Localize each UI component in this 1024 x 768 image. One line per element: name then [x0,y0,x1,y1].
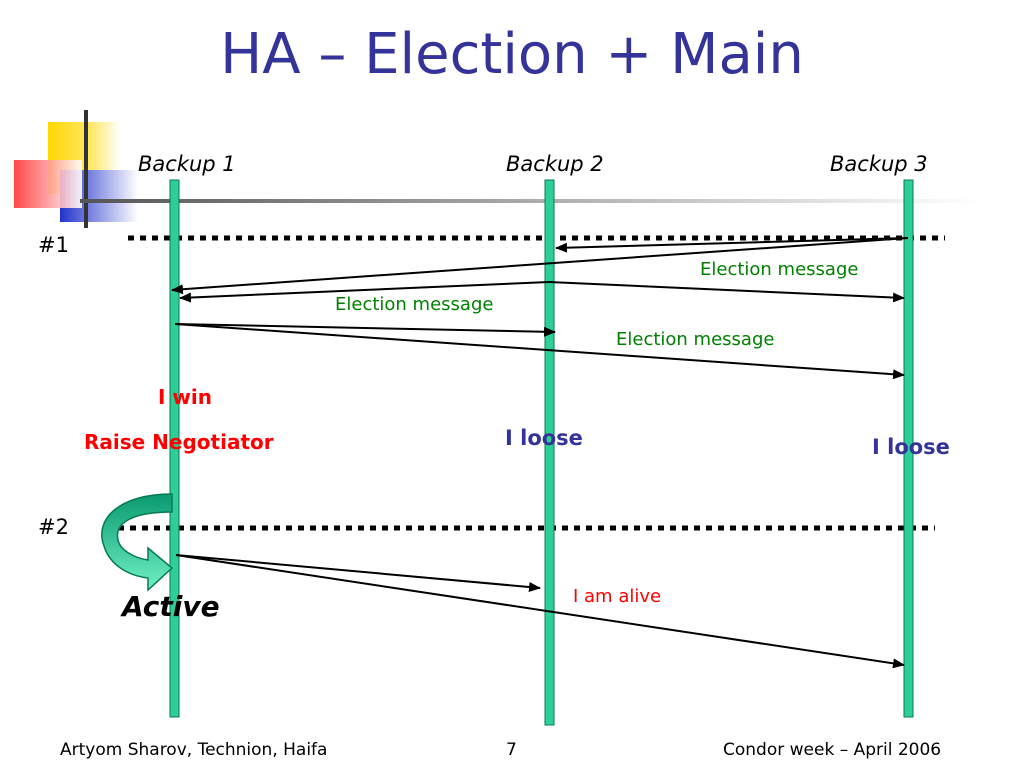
lifeline-backup-2 [544,179,555,726]
node-label-backup-2: Backup 2 [506,152,604,176]
arrow-b3-to-b2 [555,237,909,253]
arrow-b1-to-b3 [174,323,905,380]
status-raise-negotiator: Raise Negotiator [84,430,274,454]
lifeline-backup-3 [903,179,914,718]
node-label-backup-1: Backup 1 [138,152,236,176]
phase-label-1: #1 [38,233,69,257]
arrow-alive-to-b2 [175,554,541,592]
status-i-win: I win [158,385,212,409]
curved-transition-arrow [101,493,174,592]
arrow-b2-to-b3 [548,281,905,303]
phase-label-2: #2 [38,515,69,539]
status-i-loose-backup-2: I loose [505,426,583,450]
arrow-b2-to-b1 [179,281,550,303]
arrow-alive-to-b3 [175,554,905,669]
corner-decoration [14,110,138,228]
alive-message-label: I am alive [573,586,662,607]
election-message-label-1: Election message [700,259,859,280]
election-message-label-2: Election message [335,294,494,315]
arrow-b1-to-b2 [174,323,556,337]
status-active: Active [122,590,220,623]
footer-page-number: 7 [506,740,517,760]
node-label-backup-3: Backup 3 [830,152,928,176]
lifeline-backup-1 [169,179,180,718]
header-rule [80,199,980,203]
election-message-label-3: Election message [616,329,775,350]
footer-event: Condor week – April 2006 [723,740,942,760]
corner-vertical-bar [84,110,88,228]
footer-author: Artyom Sharov, Technion, Haifa [60,740,328,760]
arrow-b3-to-b1 [171,237,909,295]
corner-red-square [14,160,82,208]
status-i-loose-backup-3: I loose [872,435,950,459]
page-title: HA – Election + Main [220,22,804,87]
